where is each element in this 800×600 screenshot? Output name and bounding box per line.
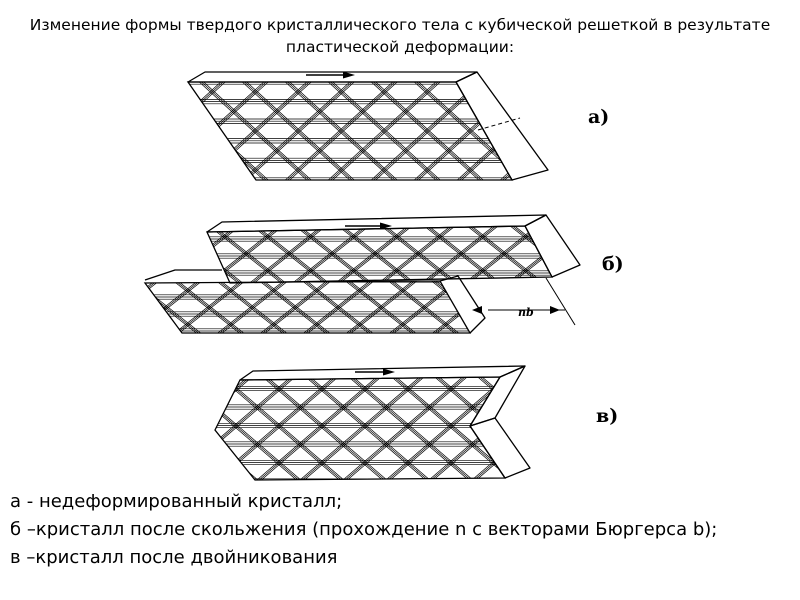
lattice-grid	[188, 82, 512, 180]
legend-item-c: в –кристалл после двойникования	[10, 547, 338, 568]
crystal-after-twinning	[214, 365, 531, 481]
lattice-grid	[215, 377, 505, 480]
legend-item-b: б –кристалл после скольжения (прохождени…	[10, 519, 718, 540]
label-b: б)	[602, 253, 624, 275]
slip-direction-arrow-b	[345, 222, 392, 230]
slip-direction-arrow-c	[355, 368, 395, 376]
crystal-after-slip	[143, 214, 581, 334]
slide-title: Изменение формы твердого кристаллическог…	[29, 16, 771, 56]
legend-item-a: а - недеформированный кристалл;	[10, 491, 343, 512]
label-a: а)	[588, 106, 610, 128]
slip-direction-arrow-a	[306, 71, 355, 79]
label-c: в)	[596, 405, 619, 427]
lattice-grid	[145, 281, 470, 333]
figure-legend: а - недеформированный кристалл; б –крист…	[10, 488, 785, 572]
nb-annotation: nb	[518, 306, 534, 319]
